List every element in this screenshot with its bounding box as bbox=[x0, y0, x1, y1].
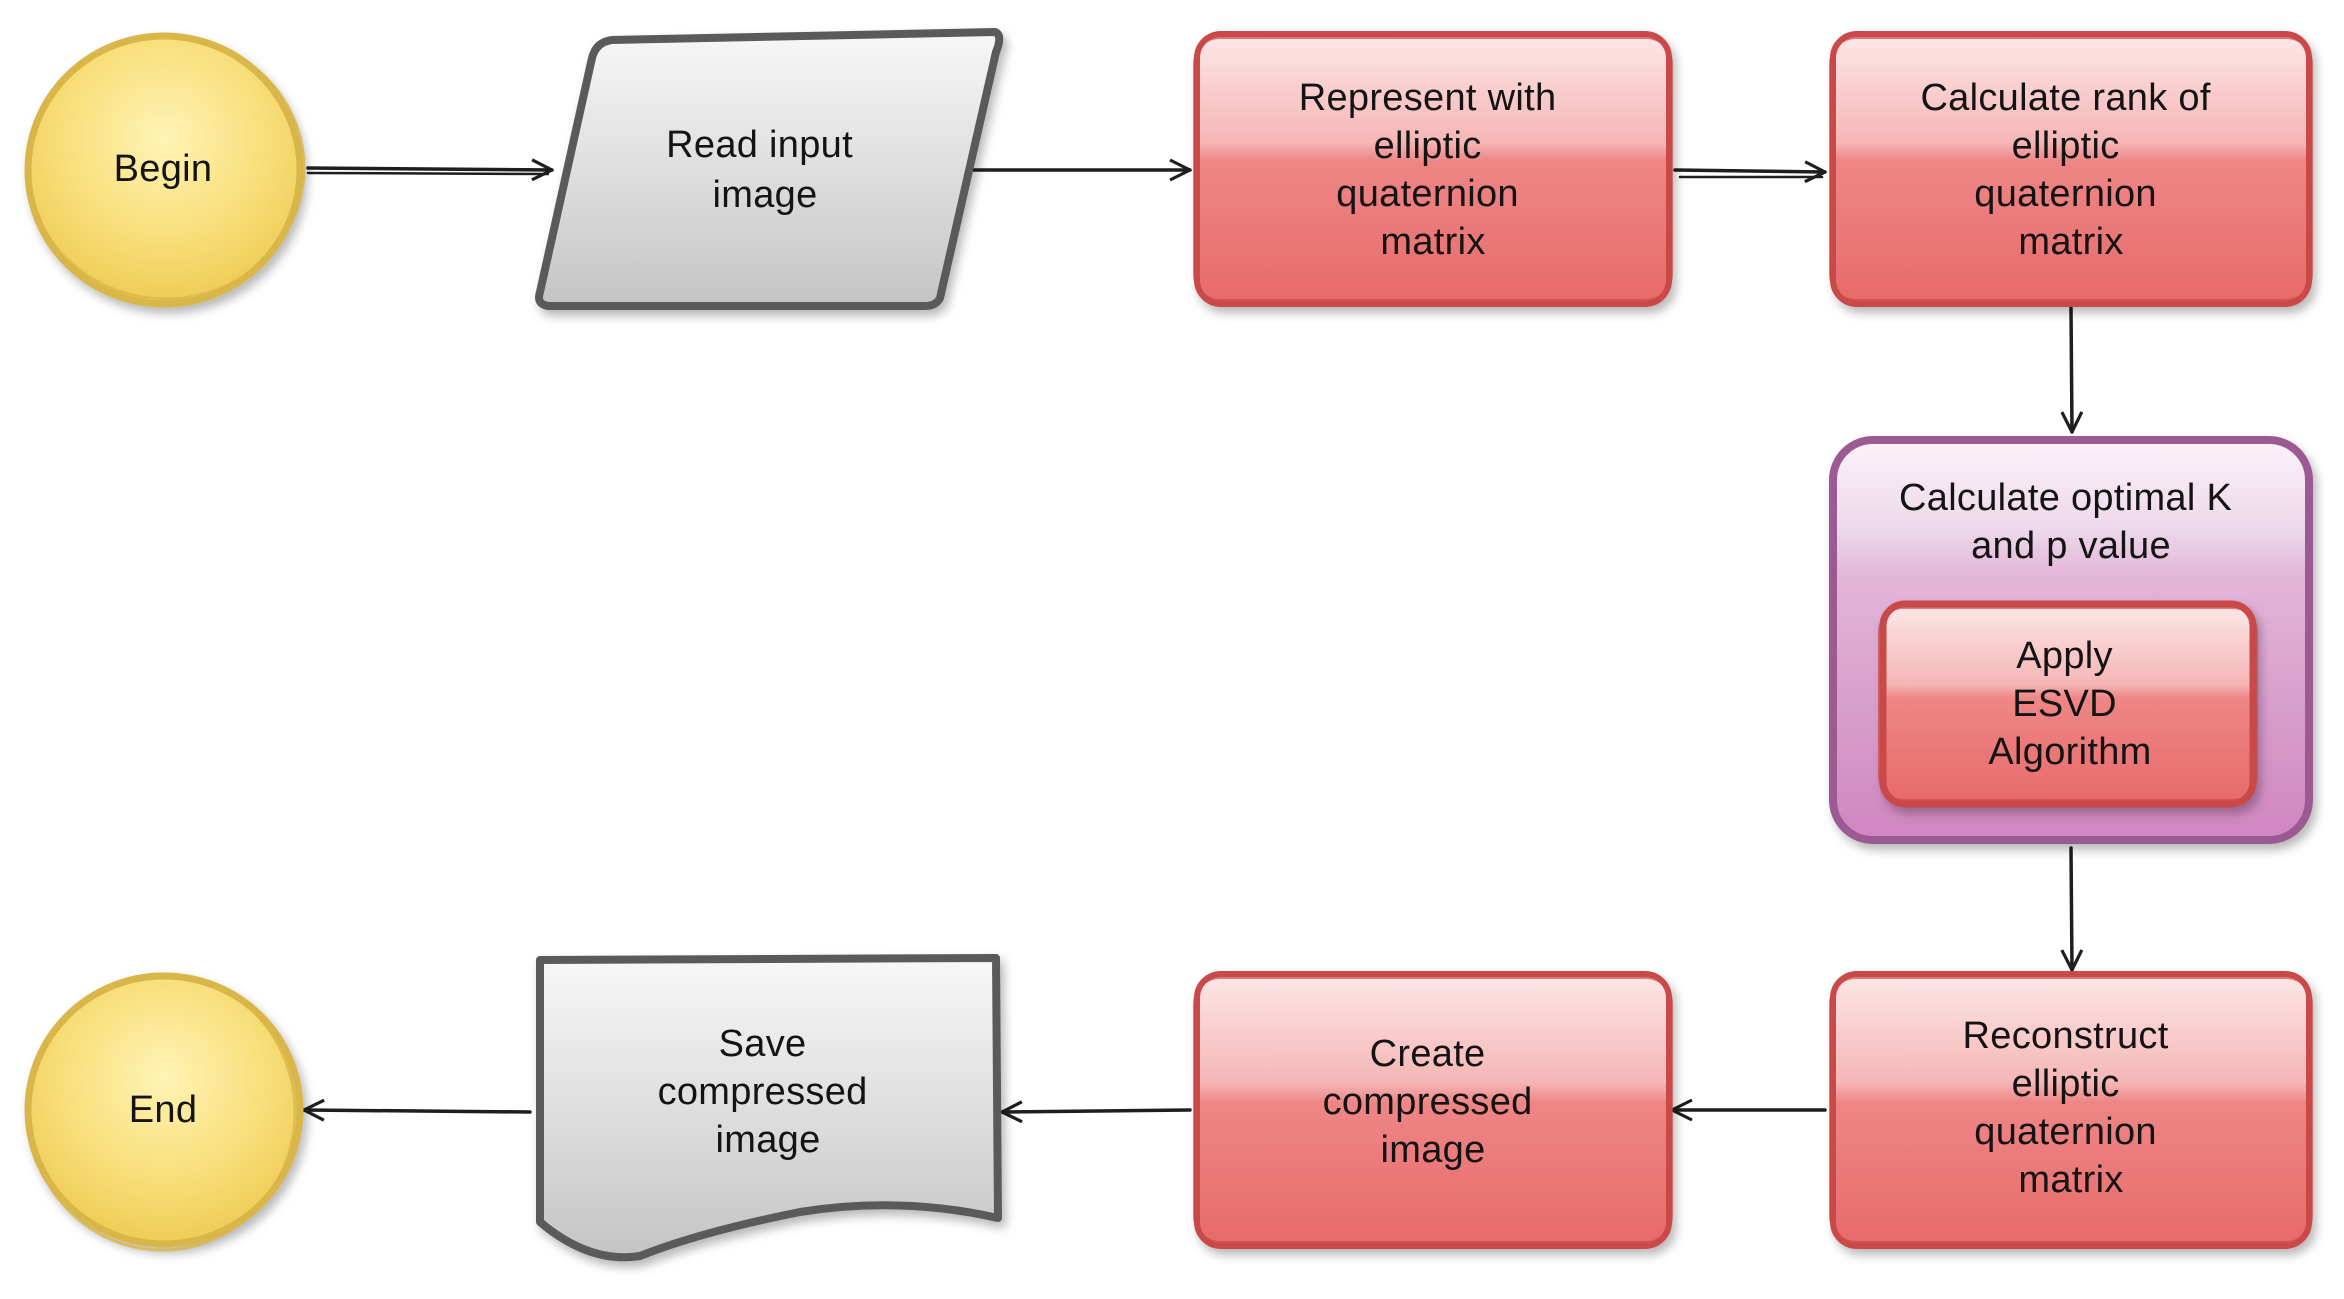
calc-rank-label: Calculate rank of elliptic quaternion ma… bbox=[1920, 77, 2221, 263]
calc-rank-node: Calculate rank of elliptic quaternion ma… bbox=[1829, 31, 2313, 307]
save-compressed-label: Save compressed image bbox=[658, 1023, 879, 1161]
represent-label: Represent with elliptic quaternion matri… bbox=[1299, 77, 1568, 263]
edge-begin-to-read-input-sketch bbox=[306, 171, 550, 176]
edge-calc-rank-to-calc-optimal bbox=[2060, 306, 2084, 434]
represent-node: Represent with elliptic quaternion matri… bbox=[1193, 31, 1673, 307]
end-label: End bbox=[129, 1089, 198, 1131]
end-node: End bbox=[24, 972, 304, 1252]
reconstruct-node: Reconstruct elliptic quaternion matrix bbox=[1829, 971, 2313, 1249]
begin-node: Begin bbox=[24, 32, 306, 308]
edge-begin-to-read-input bbox=[306, 158, 554, 182]
create-compressed-label: Create compressed image bbox=[1323, 1033, 1544, 1171]
edge-represent-to-calc-rank bbox=[1673, 160, 1827, 184]
connectors bbox=[302, 158, 2084, 1124]
apply-esvd-node: Apply ESVD Algorithm bbox=[1878, 600, 2258, 808]
edge-save-compressed-to-end bbox=[302, 1098, 532, 1122]
edge-calc-optimal-to-reconstruct bbox=[2060, 846, 2084, 972]
calc-optimal-label: Calculate optimal K and p value bbox=[1899, 477, 2243, 567]
read-input-label: Read input image bbox=[666, 124, 864, 216]
create-compressed-node: Create compressed image bbox=[1193, 971, 1673, 1249]
read-input-node: Read input image bbox=[535, 28, 1004, 310]
begin-label: Begin bbox=[114, 148, 213, 190]
save-compressed-node: Save compressed image bbox=[536, 954, 1002, 1262]
edge-create-compressed-to-save-compressed bbox=[1000, 1100, 1192, 1124]
reconstruct-label: Reconstruct elliptic quaternion matrix bbox=[1963, 1015, 2180, 1201]
apply-esvd-label: Apply ESVD Algorithm bbox=[1988, 635, 2151, 773]
